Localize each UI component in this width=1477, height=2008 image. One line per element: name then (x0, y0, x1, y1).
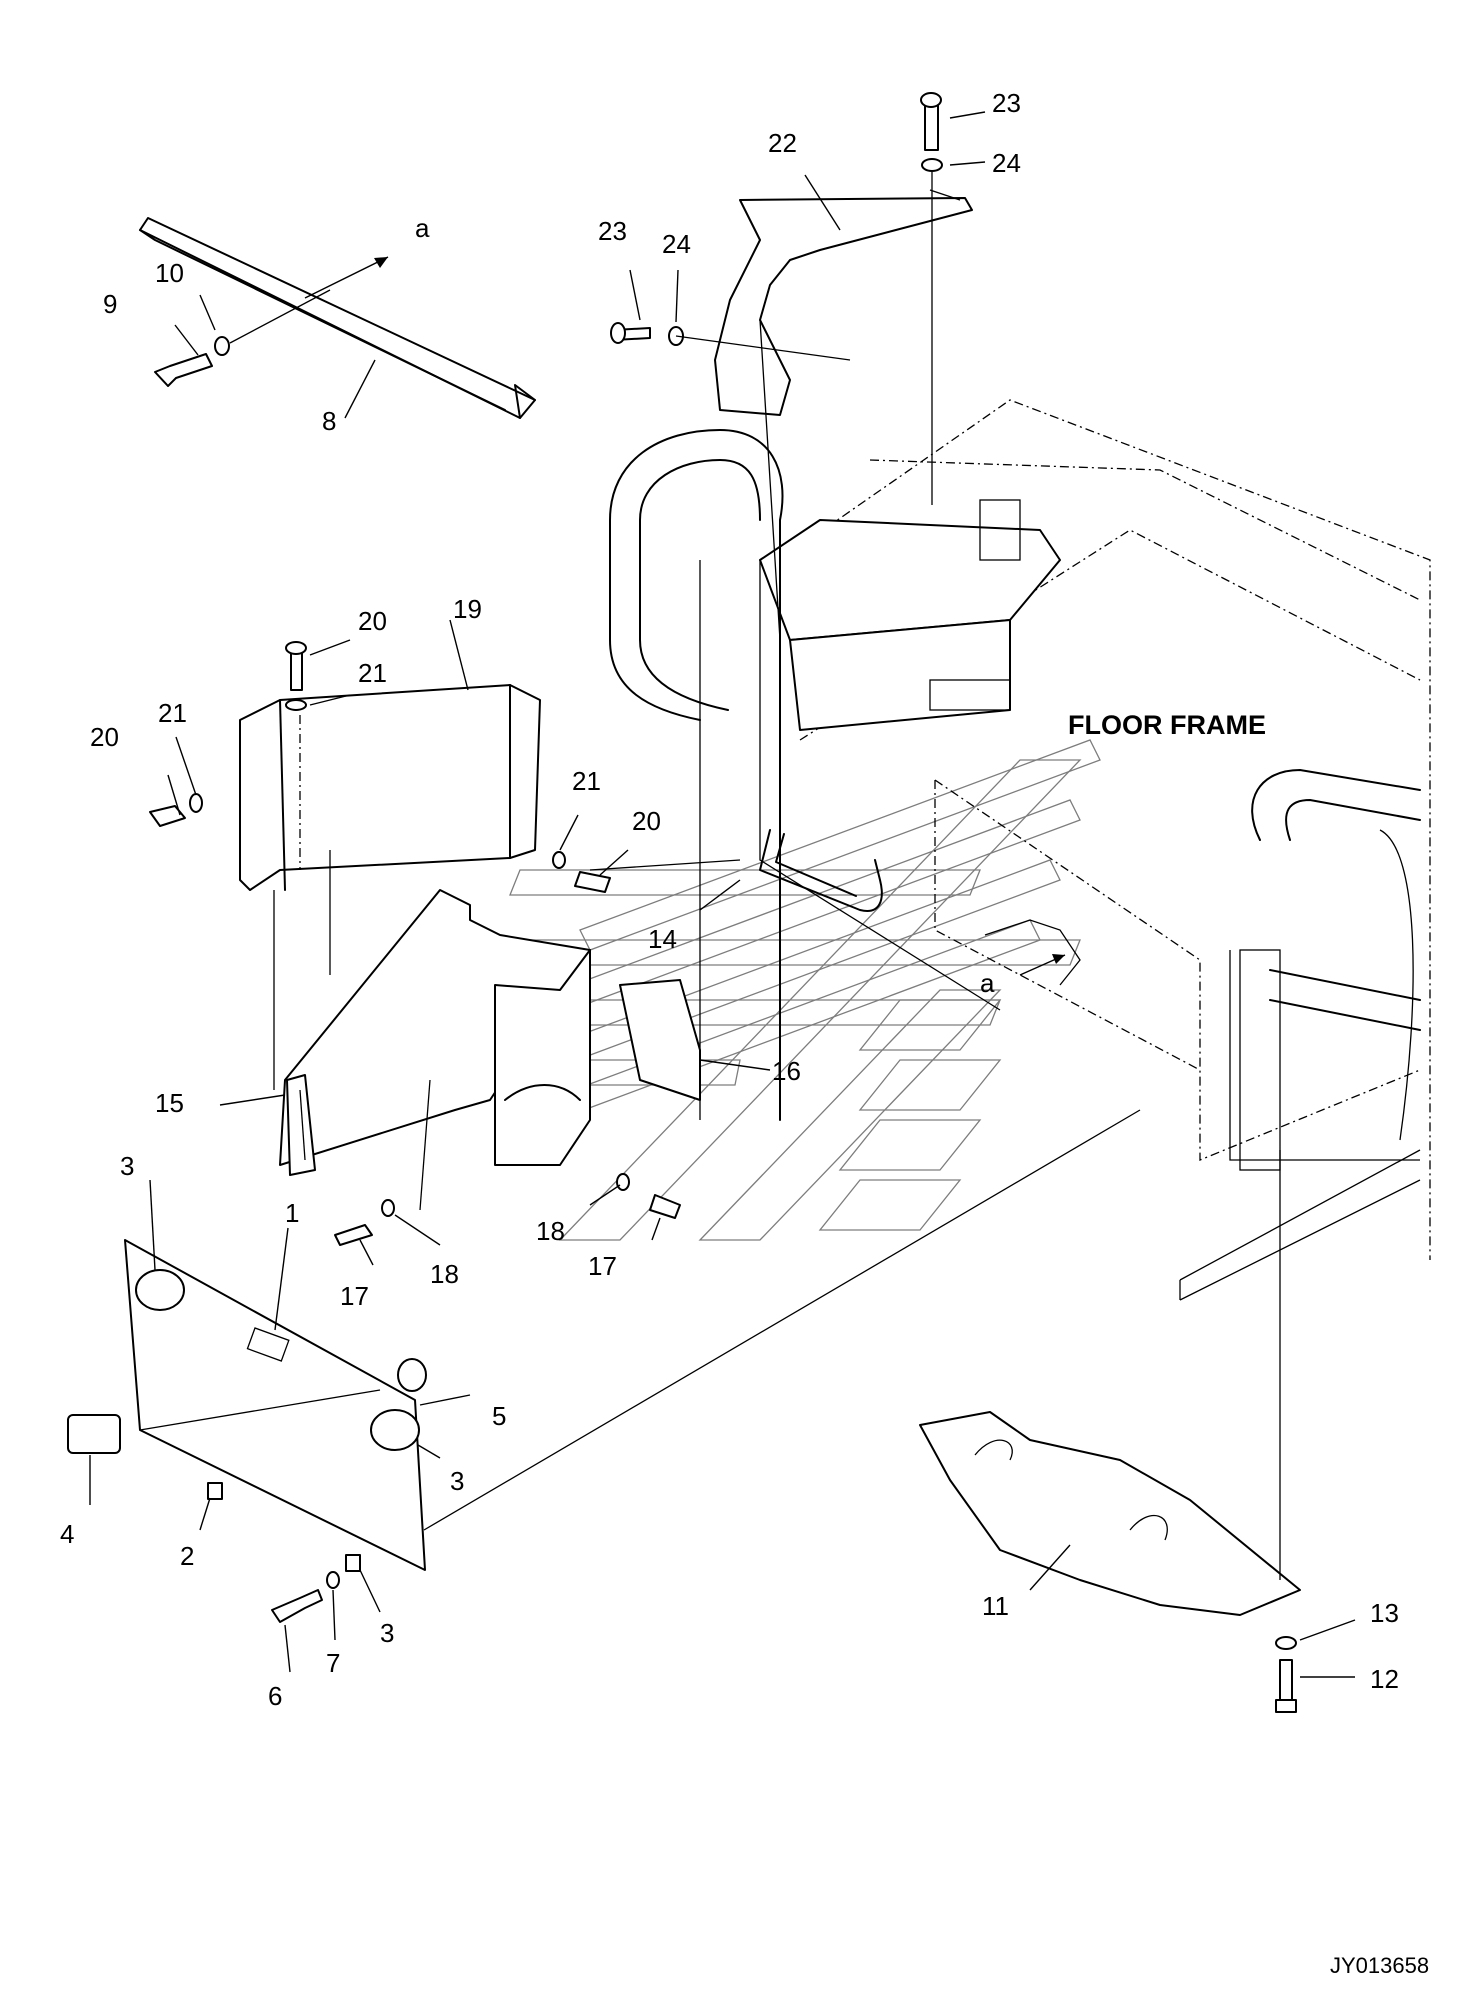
part-22-bracket (714, 189, 973, 416)
callout-1: 1 (285, 1198, 299, 1228)
callout-23-left: 23 (598, 216, 627, 246)
callout-11: 11 (982, 1591, 1009, 1621)
callout-16: 16 (772, 1056, 801, 1086)
callout-3-top: 3 (120, 1151, 134, 1181)
callout-14: 14 (648, 924, 677, 954)
part-11-plate (919, 1411, 1301, 1616)
callout-19: 19 (453, 594, 482, 624)
callout-23-right: 23 (992, 88, 1021, 118)
callout-20-top: 20 (358, 606, 387, 636)
callout-8: 8 (322, 406, 336, 436)
arrow-a-top-label: a (415, 213, 430, 243)
callout-21-top: 21 (358, 658, 387, 688)
callout-24-right: 24 (992, 148, 1021, 178)
leader-lines (89, 111, 1356, 1678)
callout-9: 9 (103, 289, 117, 319)
part-8-bar (139, 217, 536, 419)
drawing-code: JY013658 (1330, 1953, 1429, 1978)
callout-22: 22 (768, 128, 797, 158)
callout-20-left: 20 (90, 722, 119, 752)
floor-frame-label: FLOOR FRAME (1068, 710, 1266, 740)
callout-24-left: 24 (662, 229, 691, 259)
callout-18-right: 18 (536, 1216, 565, 1246)
callout-4: 4 (60, 1519, 74, 1549)
callout-18-left: 18 (430, 1259, 459, 1289)
watermark-logo (394, 739, 1101, 1241)
callout-7: 7 (326, 1648, 340, 1678)
callout-labels: FLOOR FRAME JY013658 a a 10 9 8 22 23 24… (60, 88, 1429, 1978)
floor-frame (609, 399, 1431, 1301)
callout-13: 13 (1370, 1598, 1399, 1628)
callout-15: 15 (155, 1088, 184, 1118)
part-1-door-panel (67, 1239, 427, 1572)
callout-12: 12 (1370, 1664, 1399, 1694)
callout-17-right: 17 (588, 1251, 617, 1281)
callout-2: 2 (180, 1541, 194, 1571)
callout-17-left: 17 (340, 1281, 369, 1311)
part-16-channel (494, 949, 701, 1166)
callout-21-left: 21 (158, 698, 187, 728)
callout-3-bottom: 3 (380, 1618, 394, 1648)
arrow-a-frame-label: a (980, 968, 995, 998)
callout-3-mid: 3 (450, 1466, 464, 1496)
callout-21-right: 21 (572, 766, 601, 796)
part-19-cover (239, 684, 541, 891)
callout-20-right: 20 (632, 806, 661, 836)
callout-5: 5 (492, 1401, 506, 1431)
callout-6: 6 (268, 1681, 282, 1711)
callout-10: 10 (155, 258, 184, 288)
fasteners (149, 92, 1297, 1713)
